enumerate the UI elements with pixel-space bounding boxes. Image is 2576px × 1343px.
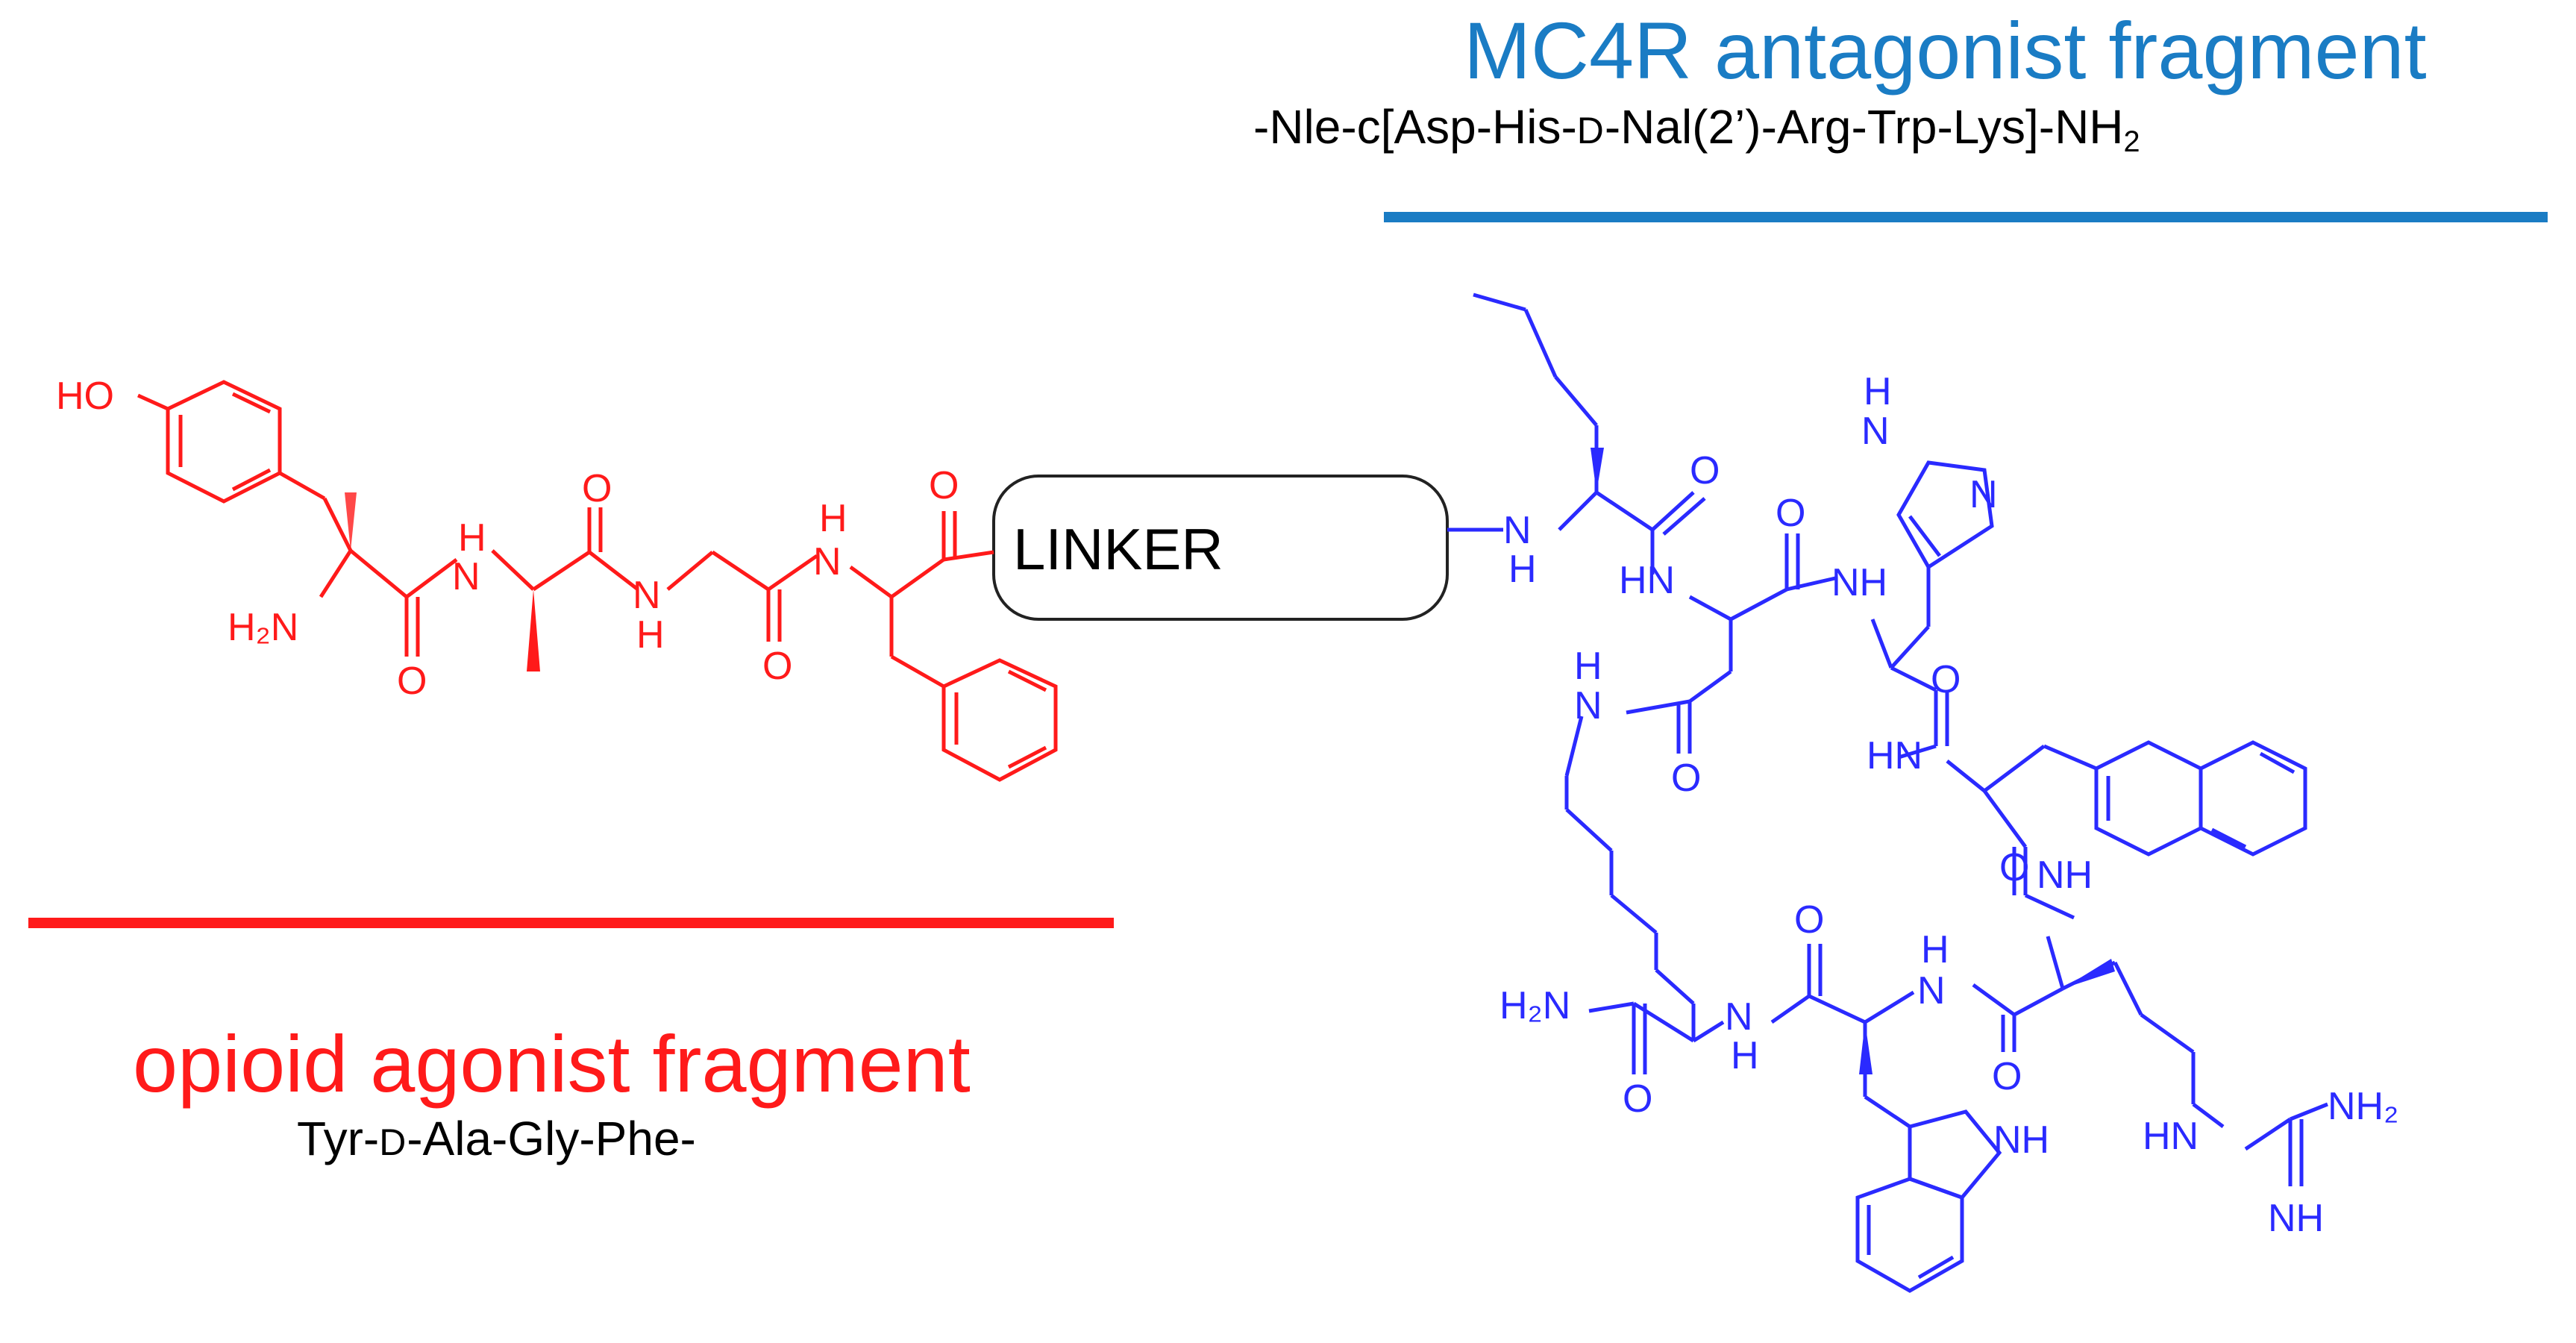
atom-o-11: O bbox=[1992, 1055, 2022, 1098]
atom-n-6: N bbox=[1574, 684, 1602, 727]
atom-o-2: O bbox=[582, 467, 612, 510]
naphthalene-ring-2 bbox=[2199, 740, 2307, 857]
phe-ring bbox=[941, 658, 1058, 782]
opioid-seq-part-1: Tyr- bbox=[297, 1112, 380, 1165]
atom-nh-4: NH bbox=[2268, 1197, 2324, 1240]
atom-h-8: H bbox=[1731, 1034, 1759, 1077]
atom-h-6: H bbox=[1574, 645, 1602, 688]
nle-wedge bbox=[1591, 448, 1604, 492]
arg-wedge bbox=[2063, 959, 2115, 989]
atom-n-1: N bbox=[452, 555, 480, 598]
imidazole-ring bbox=[1896, 460, 1994, 570]
naphthalene-ring-1 bbox=[2094, 740, 2203, 857]
opioid-seq-part-2: -Ala-Gly-Phe- bbox=[407, 1112, 696, 1165]
mc4r-atom-labels: N H O HN O NH H N N O HN H N O O NH O H … bbox=[1499, 370, 2398, 1240]
atom-h-7: H bbox=[1921, 928, 1949, 971]
opioid-underline bbox=[28, 918, 1114, 928]
atom-h-4: H bbox=[1508, 548, 1537, 591]
linker-box bbox=[992, 475, 1449, 621]
atom-nh-2: NH bbox=[1831, 561, 1887, 604]
atom-n-2: N bbox=[633, 574, 661, 617]
atom-h-5: H bbox=[1864, 370, 1892, 413]
linker-label: LINKER bbox=[1013, 516, 1223, 582]
indole-pyrrole bbox=[1908, 1109, 2002, 1200]
atom-o-9: O bbox=[1999, 846, 2029, 889]
tyr-wedge bbox=[345, 492, 357, 551]
atom-nh-1: N bbox=[1503, 509, 1532, 552]
opioid-title: opioid agonist fragment bbox=[133, 1018, 971, 1109]
mc4r-sequence: -Nle-c[Asp-His-D-Nal(2’)-Arg-Trp-Lys]-NH… bbox=[1253, 103, 2140, 157]
opioid-seq-d-prefix: D bbox=[379, 1121, 407, 1163]
atom-hn-3: HN bbox=[2143, 1115, 2199, 1158]
atom-nh-3: NH bbox=[2037, 854, 2093, 897]
mc4r-structure bbox=[1447, 292, 2328, 1293]
indole-benzene bbox=[1855, 1177, 1964, 1293]
atom-o-1: O bbox=[397, 660, 427, 703]
atom-o-8: O bbox=[1671, 757, 1701, 800]
atom-n-4: N bbox=[1861, 410, 1890, 453]
atom-o-6: O bbox=[1776, 492, 1805, 535]
opioid-atom-labels: HO H₂N O H N O N H O H N O bbox=[56, 375, 959, 703]
atom-o-7: O bbox=[1931, 658, 1961, 701]
mc4r-seq-part-1: -Nle-c[Asp-His- bbox=[1253, 100, 1577, 154]
mc4r-title: MC4R antagonist fragment bbox=[1464, 5, 2427, 96]
atom-hn-1: HN bbox=[1619, 559, 1675, 602]
atom-o-3: O bbox=[762, 645, 792, 688]
atom-o-4: O bbox=[929, 464, 959, 507]
atom-h2n: H₂N bbox=[228, 606, 298, 649]
atom-n-7: N bbox=[1917, 969, 1946, 1012]
atom-nh2: NH₂ bbox=[2328, 1085, 2398, 1128]
atom-n-5: N bbox=[1969, 473, 1998, 516]
atom-hn-2: HN bbox=[1867, 734, 1922, 777]
atom-o-10: O bbox=[1794, 898, 1824, 942]
opioid-sequence: Tyr-D-Ala-Gly-Phe- bbox=[297, 1115, 696, 1162]
atom-o-12: O bbox=[1623, 1077, 1652, 1121]
atom-nh-indole: NH bbox=[1993, 1118, 2049, 1162]
trp-wedge bbox=[1859, 1022, 1873, 1074]
atom-o-5: O bbox=[1690, 449, 1720, 492]
mc4r-underline bbox=[1384, 212, 2548, 222]
atom-n-3: N bbox=[813, 540, 842, 583]
mc4r-seq-subscript: 2 bbox=[2123, 125, 2140, 159]
atom-h-2: H bbox=[636, 613, 665, 657]
tyr-ring bbox=[166, 380, 282, 504]
atom-ho: HO bbox=[56, 375, 114, 418]
opioid-structure bbox=[137, 380, 1058, 782]
atom-h-3: H bbox=[819, 497, 847, 540]
atom-h2n-2: H₂N bbox=[1499, 984, 1570, 1027]
ala-methyl-wedge bbox=[527, 589, 540, 672]
atom-h-1: H bbox=[458, 516, 486, 560]
mc4r-seq-d-prefix: D bbox=[1576, 110, 1605, 151]
mc4r-seq-part-2: -Nal(2’)-Arg-Trp-Lys]-NH bbox=[1604, 100, 2124, 154]
atom-n-8: N bbox=[1725, 995, 1753, 1039]
